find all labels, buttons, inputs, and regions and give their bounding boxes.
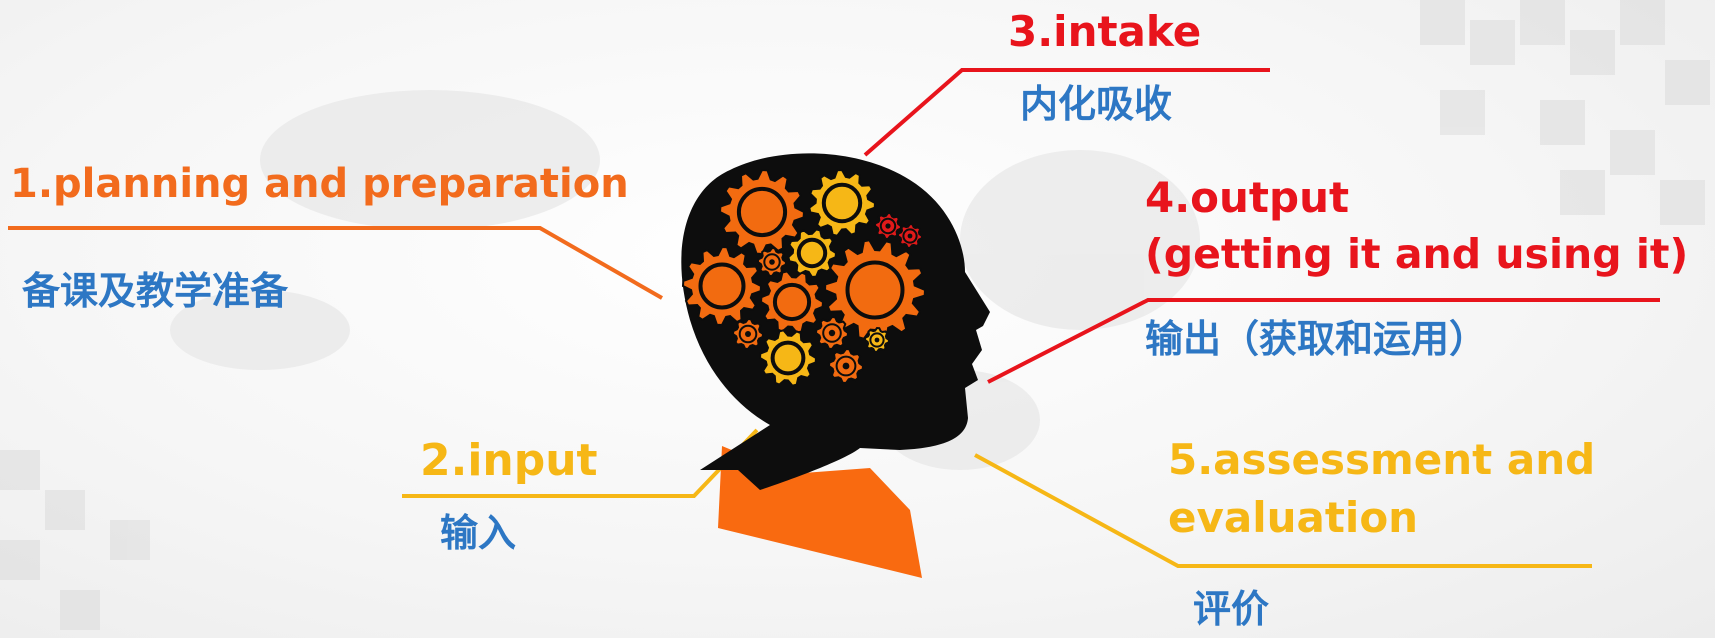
gear-icon <box>808 168 877 237</box>
connector-intake <box>863 68 1270 157</box>
stage-planning-subtitle: 备课及教学准备 <box>22 269 289 313</box>
stage-output-title-line1: 4.output <box>1145 173 1350 222</box>
stage-assessment-subtitle: 评价 <box>1193 587 1270 631</box>
stage-output-title-line2: (getting it and using it) <box>1145 230 1689 278</box>
connector-planning <box>8 226 663 300</box>
gear-icon <box>814 315 850 351</box>
gear-icon <box>759 270 825 334</box>
connector-output <box>987 298 1660 384</box>
gear-icon <box>873 211 903 241</box>
stage-output-subtitle: 输出（获取和运用） <box>1145 317 1488 361</box>
gear-icon <box>823 239 927 341</box>
gear-icon <box>787 228 838 279</box>
gear-icon <box>896 222 924 250</box>
gear-icon <box>863 326 891 354</box>
gear-icon <box>758 329 818 387</box>
stage-assessment-title-line1: 5.assessment and <box>1168 435 1596 484</box>
gears-cluster <box>681 168 927 387</box>
gear-icon <box>718 168 806 256</box>
gear-icon <box>756 246 788 278</box>
stage-intake-title: 3.intake <box>1008 7 1202 56</box>
gear-icon <box>681 245 763 327</box>
connector-assessment <box>974 453 1592 568</box>
stage-intake-subtitle: 内化吸收 <box>1020 82 1173 126</box>
gear-icon <box>827 347 865 385</box>
gear-icon <box>731 317 765 351</box>
stage-input-title: 2.input <box>420 435 598 486</box>
stage-input-subtitle: 输入 <box>440 511 517 555</box>
stage-assessment-title-line2: evaluation <box>1168 493 1419 542</box>
stage-planning-title: 1.planning and preparation <box>10 161 629 207</box>
